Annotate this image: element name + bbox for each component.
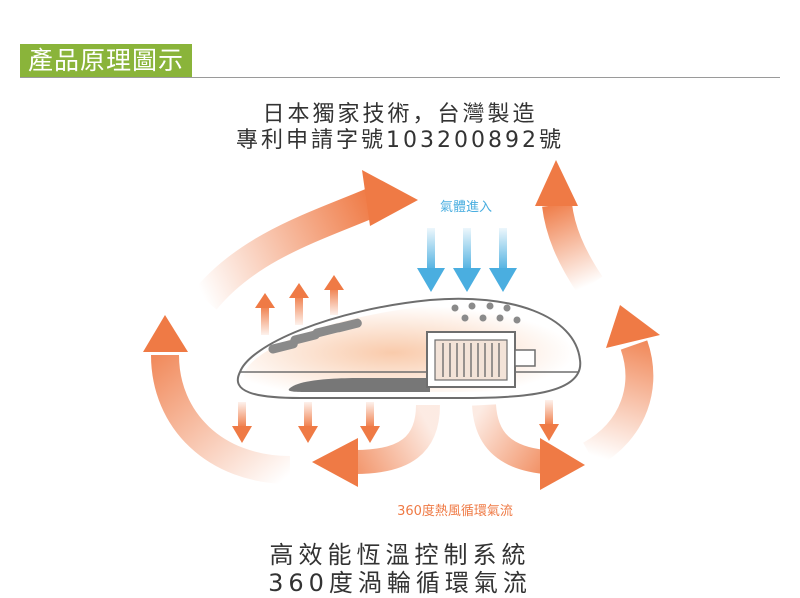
footer-feature-control: 高效能恆溫控制系統: [269, 541, 531, 569]
heat-out-arrows-up: [255, 275, 344, 335]
air-intake-arrows: [417, 228, 517, 292]
lower-left-airflow-arrow: [312, 404, 440, 487]
intake-label: 氣體進入: [440, 200, 492, 215]
section-title: 產品原理圖示: [20, 44, 193, 78]
upper-left-airflow-arrow: [193, 170, 418, 310]
right-loop-airflow-arrow: [582, 305, 660, 468]
left-loop-airflow-arrow: [143, 315, 291, 484]
heater-device: [237, 297, 582, 399]
turbo-fan: [426, 331, 536, 388]
vent-slats: [268, 318, 362, 354]
section-divider: [20, 77, 780, 78]
intake-holes: [451, 302, 521, 324]
headline-patent: 專利申請字號103200892號: [236, 128, 564, 153]
circulation-label: 360度熱風循環氣流: [397, 503, 513, 519]
upper-right-airflow-arrow: [535, 160, 603, 294]
footer-feature-circulation: 360度渦輪循環氣流: [268, 569, 532, 597]
heat-out-arrows-down: [232, 400, 559, 443]
lower-right-airflow-arrow: [472, 403, 585, 490]
headline-technology: 日本獨家技術，台灣製造: [262, 102, 538, 127]
